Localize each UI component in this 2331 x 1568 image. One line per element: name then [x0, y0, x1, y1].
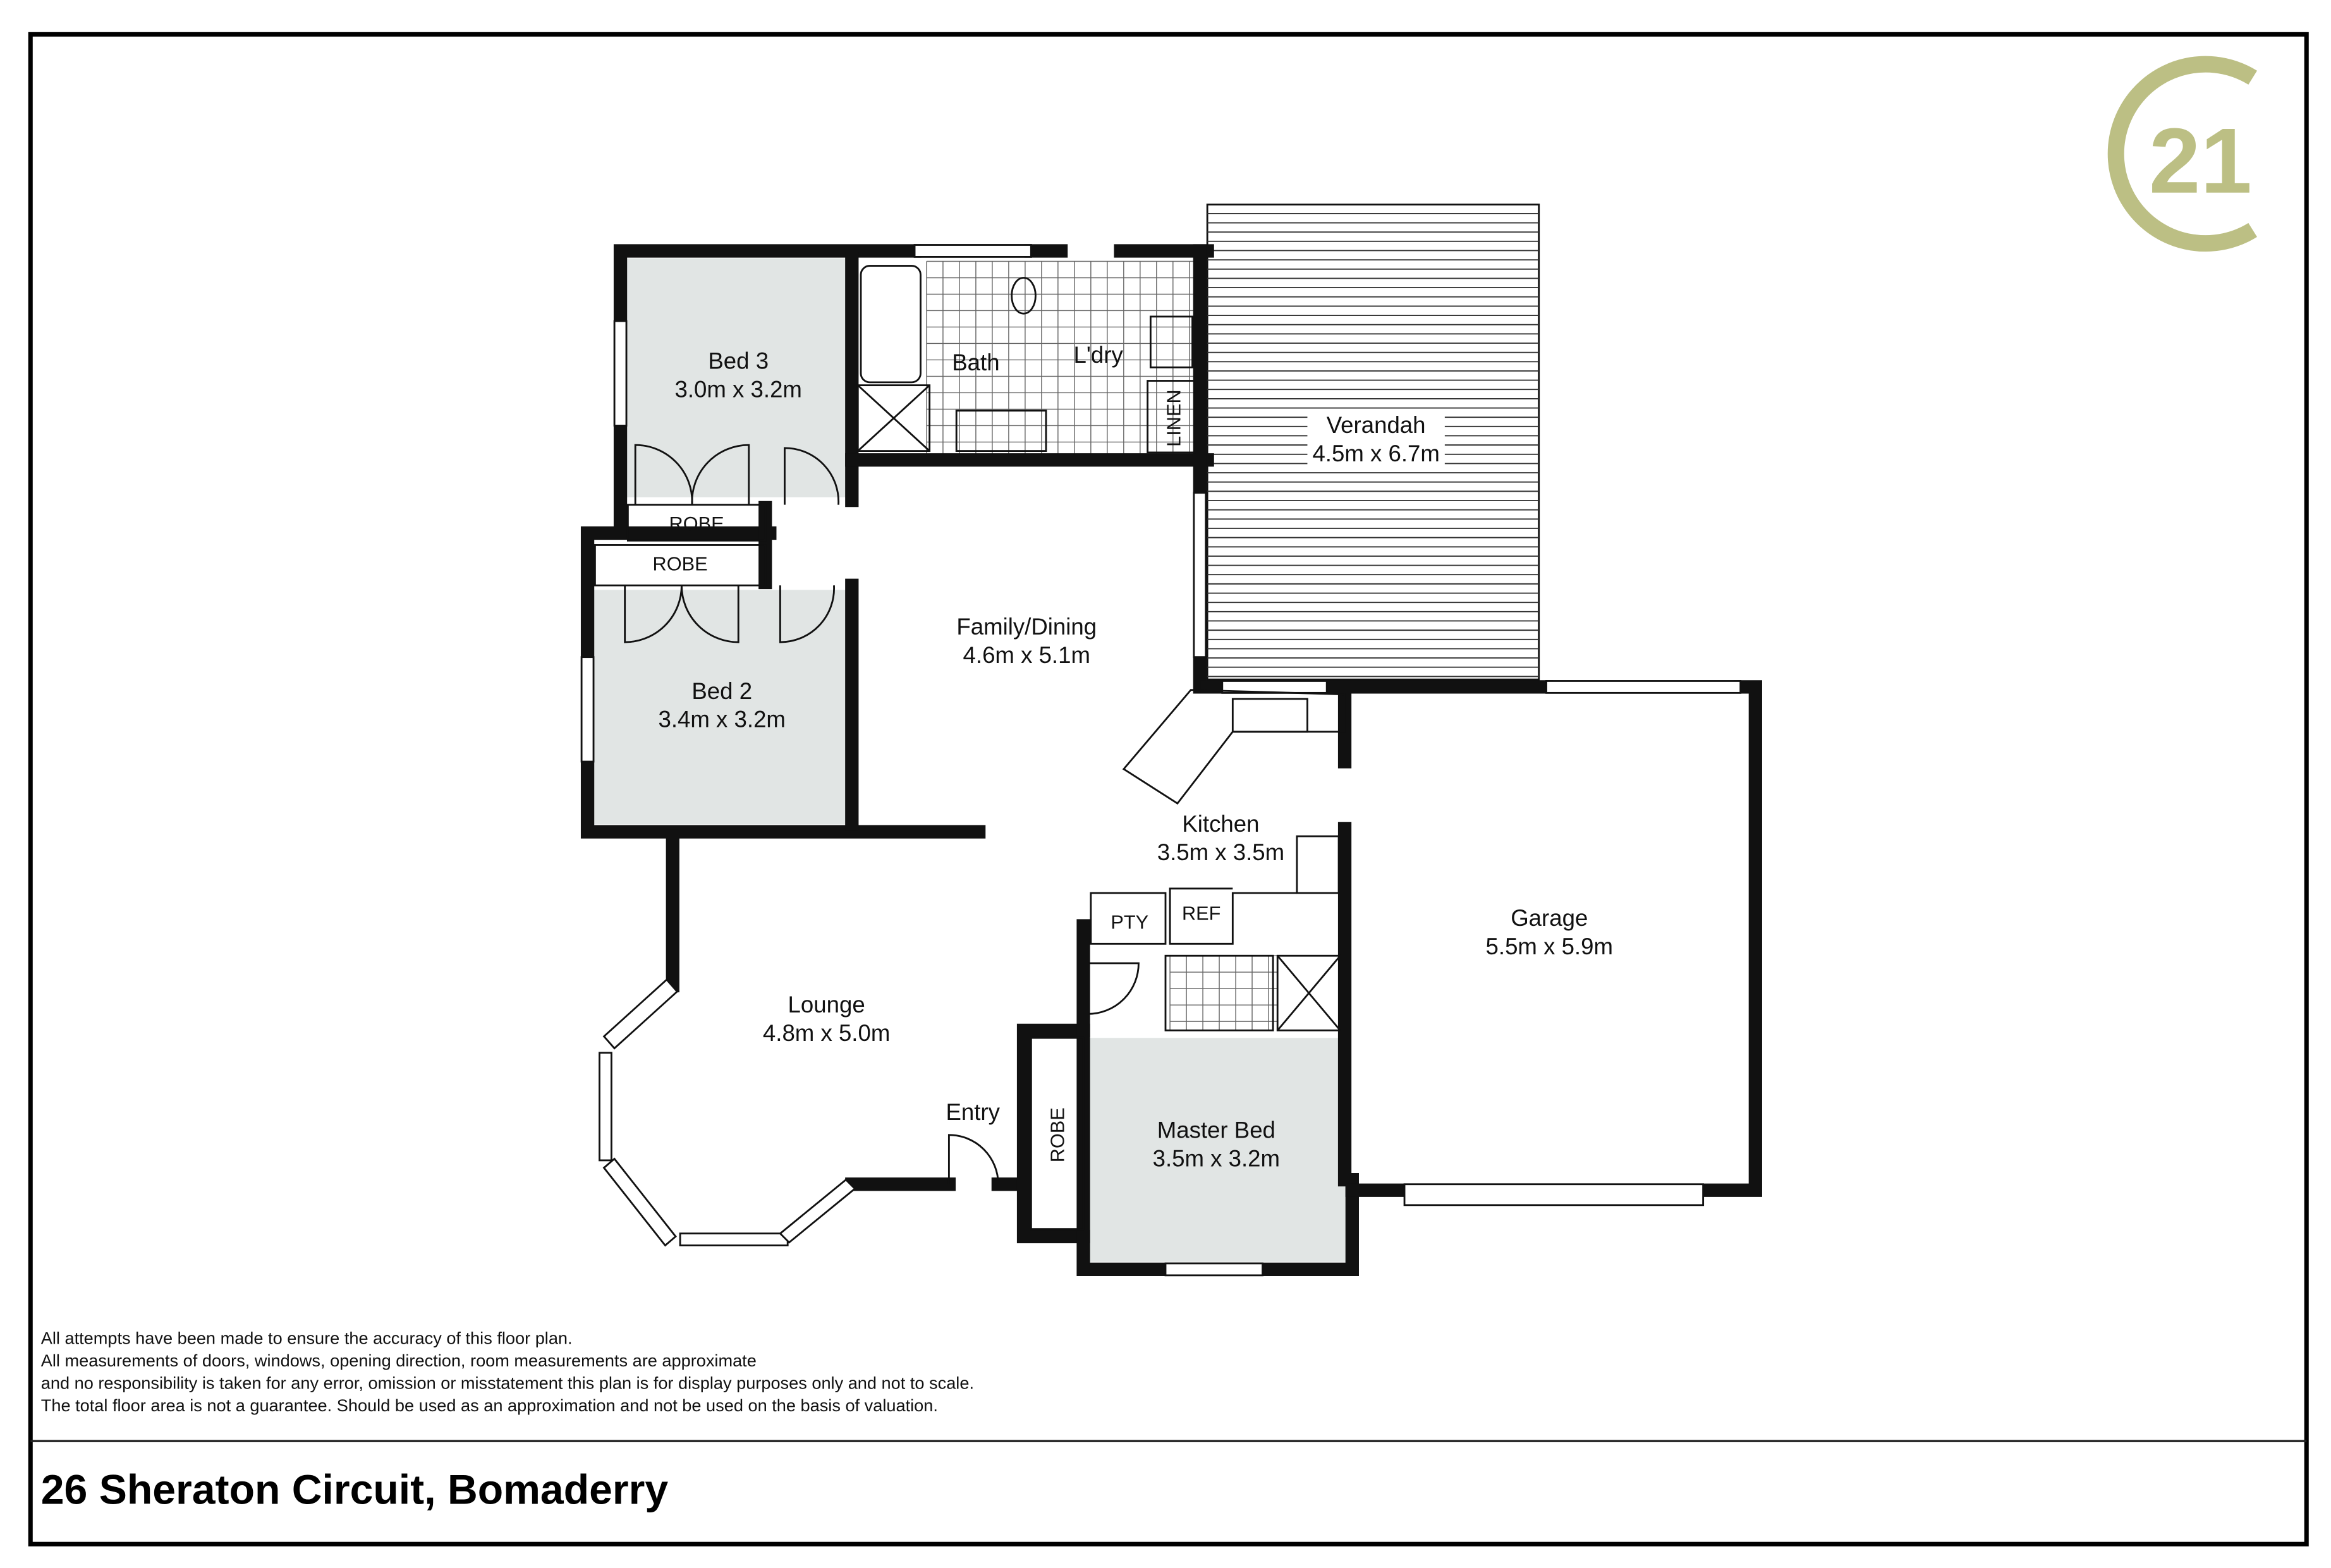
robe-bed2-label: ROBE	[653, 553, 708, 575]
lounge-size: 4.8m x 5.0m	[763, 1020, 890, 1046]
property-address: 26 Sheraton Circuit, Bomaderry	[41, 1466, 669, 1513]
kitchen-name: Kitchen	[1182, 811, 1259, 837]
disclaimer-line: All attempts have been made to ensure th…	[41, 1328, 573, 1348]
lounge-name: Lounge	[788, 992, 865, 1018]
robe-bed3-label: ROBE	[669, 513, 724, 535]
garage-name: Garage	[1511, 905, 1588, 931]
kitchen-size: 3.5m x 3.5m	[1157, 839, 1284, 865]
pantry-label: PTY	[1111, 911, 1148, 933]
master-name: Master Bed	[1157, 1117, 1275, 1143]
logo-text: 21	[2149, 109, 2252, 213]
century21-logo: 21	[2107, 56, 2257, 252]
tiled-areas	[926, 260, 1278, 1031]
bed2-size: 3.4m x 3.2m	[659, 707, 786, 732]
robe-master-label: ROBE	[1046, 1107, 1068, 1162]
fixtures	[593, 265, 1346, 1231]
fridge-label: REF	[1182, 903, 1220, 925]
family-name: Family/Dining	[956, 614, 1097, 640]
sheet-border	[28, 32, 2309, 1547]
verandah-name: Verandah	[1327, 412, 1426, 438]
family-size: 4.6m x 5.1m	[963, 642, 1090, 668]
room-labels: Bed 3 3.0m x 3.2m Bath L'dry LINEN Veran…	[653, 342, 1613, 1171]
room-fills	[593, 258, 1346, 1262]
disclaimer-line: All measurements of doors, windows, open…	[41, 1351, 757, 1370]
laundry-name: L'dry	[1074, 342, 1124, 368]
bed3-name: Bed 3	[708, 348, 769, 374]
garage-size: 5.5m x 5.9m	[1486, 933, 1613, 959]
linen-label: LINEN	[1163, 389, 1185, 446]
verandah-size: 4.5m x 6.7m	[1312, 441, 1439, 466]
master-size: 3.5m x 3.2m	[1153, 1145, 1280, 1171]
bed2-name: Bed 2	[691, 678, 752, 704]
disclaimer-line: The total floor area is not a guarantee.…	[41, 1395, 938, 1415]
bath-name: Bath	[952, 349, 999, 375]
entry-label: Entry	[946, 1099, 1000, 1125]
bed3-size: 3.0m x 3.2m	[675, 377, 802, 403]
disclaimer: All attempts have been made to ensure th…	[41, 1328, 974, 1415]
disclaimer-line: and no responsibility is taken for any e…	[41, 1373, 974, 1392]
windows	[580, 244, 1742, 1277]
